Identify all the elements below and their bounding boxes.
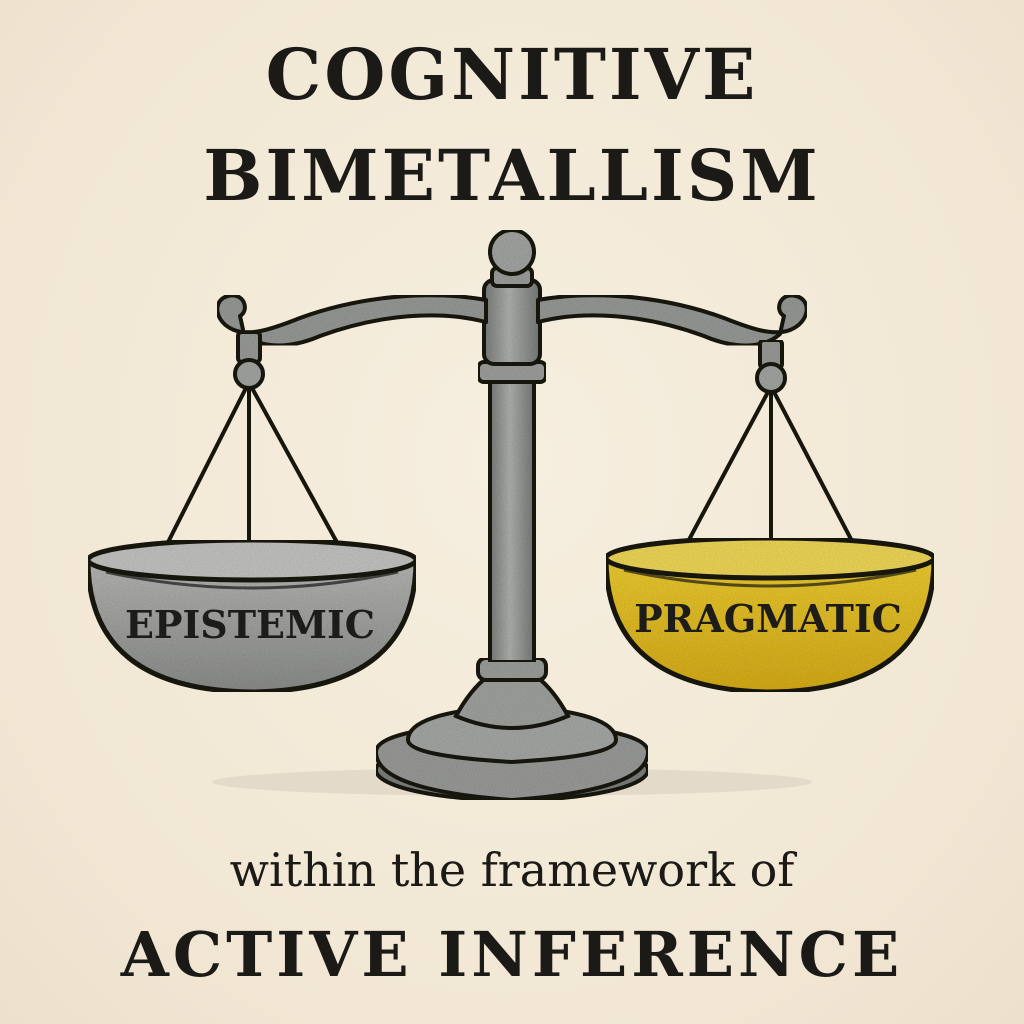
scale-base <box>373 656 651 803</box>
right-pan <box>603 535 937 695</box>
right-pan-label: PRAGMATIC <box>634 596 902 641</box>
scale-beam <box>215 293 809 348</box>
scale-pillar <box>476 228 548 664</box>
title-line-2: BIMETALLISM <box>203 134 821 217</box>
left-pan <box>85 537 419 695</box>
left-hanger <box>154 330 352 574</box>
right-hanger <box>674 338 866 572</box>
subtitle: within the framework of <box>229 843 795 897</box>
title-line-1: COGNITIVE <box>265 33 759 116</box>
footer-title: ACTIVE INFERENCE <box>120 918 904 991</box>
left-pan-label: EPISTEMIC <box>125 602 375 647</box>
